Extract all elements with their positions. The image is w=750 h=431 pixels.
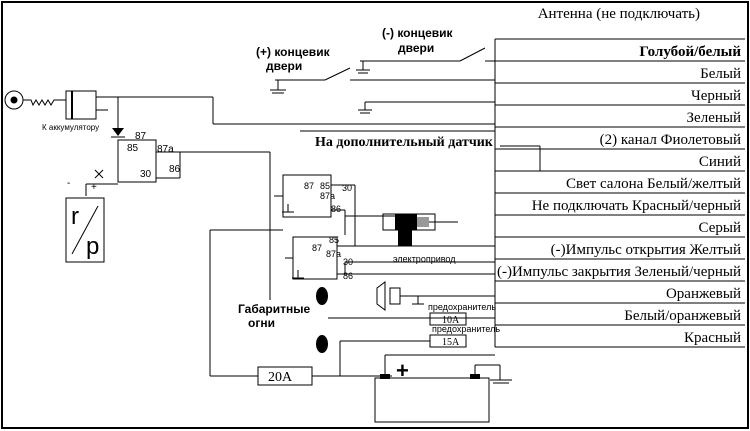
wire-label-green-black: (-)Импульс закрытия Зеленый/черный <box>497 264 741 280</box>
main-relay-30: 30 <box>140 169 152 180</box>
main-relay-87a: 87a <box>157 144 174 155</box>
door-lock-actuator: электропривод <box>382 213 458 264</box>
wire-label-black: Черный <box>691 88 741 104</box>
wire-label-orange: Оранжевый <box>666 286 741 302</box>
battery-terminal: К аккумулятору <box>4 90 213 132</box>
relay-close-86: 86 <box>343 271 353 281</box>
relay-open-87a: 87a <box>320 191 335 201</box>
relay-close-87: 87 <box>312 243 322 253</box>
battery-plus: + <box>396 358 409 383</box>
fuse-10a-value: 10A <box>442 315 460 326</box>
actuator-label: электропривод <box>393 254 456 264</box>
wire-label-yellow: (-)Импульс открытия Желтый <box>551 242 741 258</box>
main-relay-87: 87 <box>135 131 147 142</box>
wire-label-red-black: Не подключать Красный/черный <box>532 198 741 214</box>
relay-open-30: 30 <box>342 183 352 193</box>
door-switch-minus: (-) концевик двери <box>356 26 495 74</box>
wire-label-rows <box>494 38 745 348</box>
door-switch-plus-label-1: (+) концевик <box>256 45 331 59</box>
relay-close-87a: 87a <box>326 249 341 259</box>
fuse-20a-value: 20A <box>268 370 293 385</box>
wire-label-grey: Серый <box>699 220 741 236</box>
siren <box>376 281 495 311</box>
side-lights-label-2: огни <box>248 316 275 330</box>
relay-open-86: 86 <box>331 204 341 214</box>
main-relay-minus: - <box>67 178 70 189</box>
wire-label-violet: (2) канал Фиолетовый <box>600 132 741 148</box>
relay-open: 87 85 87a 30 86 <box>274 174 355 218</box>
battery-label: К аккумулятору <box>42 123 99 132</box>
door-switch-plus-label-2: двери <box>266 59 302 73</box>
fuse-15a-label: предохранитель <box>432 324 500 334</box>
door-switch-minus-label-1: (-) концевик <box>382 26 454 40</box>
main-relay: 87 85 87a 30 86 - + <box>67 97 271 300</box>
fuse-10a-label: предохранитель <box>428 302 496 312</box>
wire-label-blue: Синий <box>699 154 741 170</box>
door-switch-minus-label-2: двери <box>398 41 434 55</box>
wire-label-white: Белый <box>700 66 741 82</box>
rp-switch-r: r <box>71 203 79 230</box>
main-relay-85: 85 <box>127 143 139 154</box>
main-relay-86: 86 <box>169 164 181 175</box>
wire-label-antenna: Антенна (не подключать) <box>538 6 700 22</box>
relay-close-85: 85 <box>329 235 339 245</box>
rp-switch-p: p <box>86 233 99 260</box>
fuse-15a: предохранитель 15A <box>339 324 500 376</box>
relay-open-85: 85 <box>320 181 330 191</box>
car-battery: + <box>374 358 512 423</box>
extra-sensor-label: На дополнительный датчик <box>315 135 494 150</box>
wire-label-red: Красный <box>684 330 741 346</box>
fuse-15a-value: 15A <box>442 337 460 348</box>
side-lights: Габаритные огни <box>238 287 495 353</box>
wire-label-blue-white: Голубой/белый <box>639 44 741 60</box>
side-lights-label-1: Габаритные <box>238 302 310 316</box>
wire-label-white-orange: Белый/оранжевый <box>624 308 741 324</box>
main-relay-plus: + <box>91 182 97 193</box>
fuse-10a: предохранитель 10A <box>428 302 496 326</box>
wire-label-green: Зеленый <box>687 110 741 126</box>
wire-label-white-yellow: Свет салона Белый/желтый <box>566 176 741 192</box>
relay-open-87: 87 <box>304 181 314 191</box>
door-switch-plus: (+) концевик двери <box>256 45 495 94</box>
rp-switch: r p <box>65 197 105 263</box>
